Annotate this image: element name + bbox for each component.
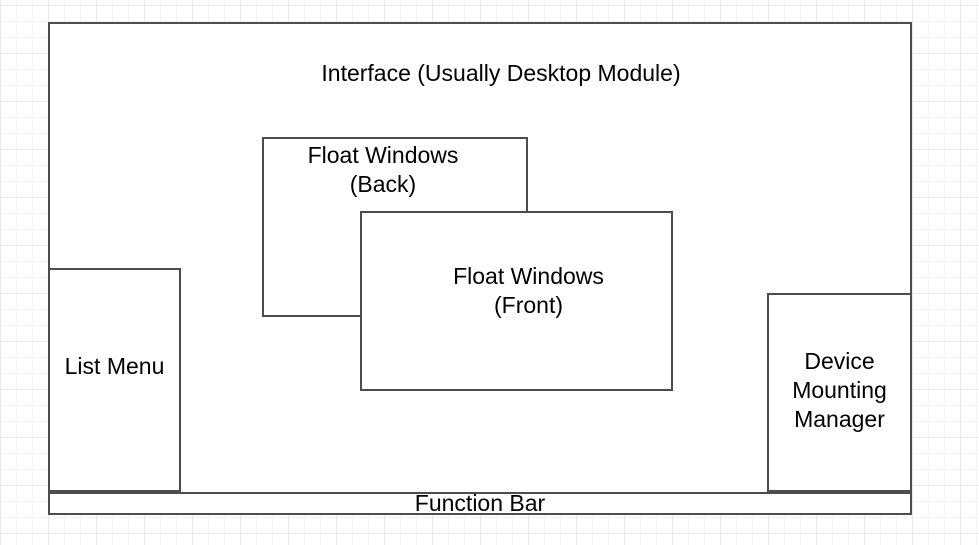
float-windows-front-box[interactable]: Float Windows (Front) xyxy=(360,211,673,391)
interface-label: Interface (Usually Desktop Module) xyxy=(321,60,681,86)
function-bar-box[interactable]: Function Bar xyxy=(48,490,912,516)
label-line: Device xyxy=(804,348,875,374)
float-windows-back-label: Float Windows (Back) xyxy=(252,141,514,199)
list-menu-label: List Menu xyxy=(64,353,165,379)
list-menu-box[interactable]: List Menu xyxy=(48,268,181,492)
float-windows-front-label: Float Windows (Front) xyxy=(374,262,683,320)
label-line: Float Windows xyxy=(453,263,604,289)
label-line: (Front) xyxy=(494,292,563,318)
device-mounting-manager-box[interactable]: Device Mounting Manager xyxy=(767,293,912,492)
label-line: (Back) xyxy=(349,171,417,197)
label-line: Float Windows xyxy=(307,142,459,168)
label-line: Mounting xyxy=(792,377,887,403)
device-mounting-manager-label: Device Mounting Manager xyxy=(769,347,910,434)
function-bar-label: Function Bar xyxy=(414,490,546,516)
label-line: Manager xyxy=(794,406,885,432)
